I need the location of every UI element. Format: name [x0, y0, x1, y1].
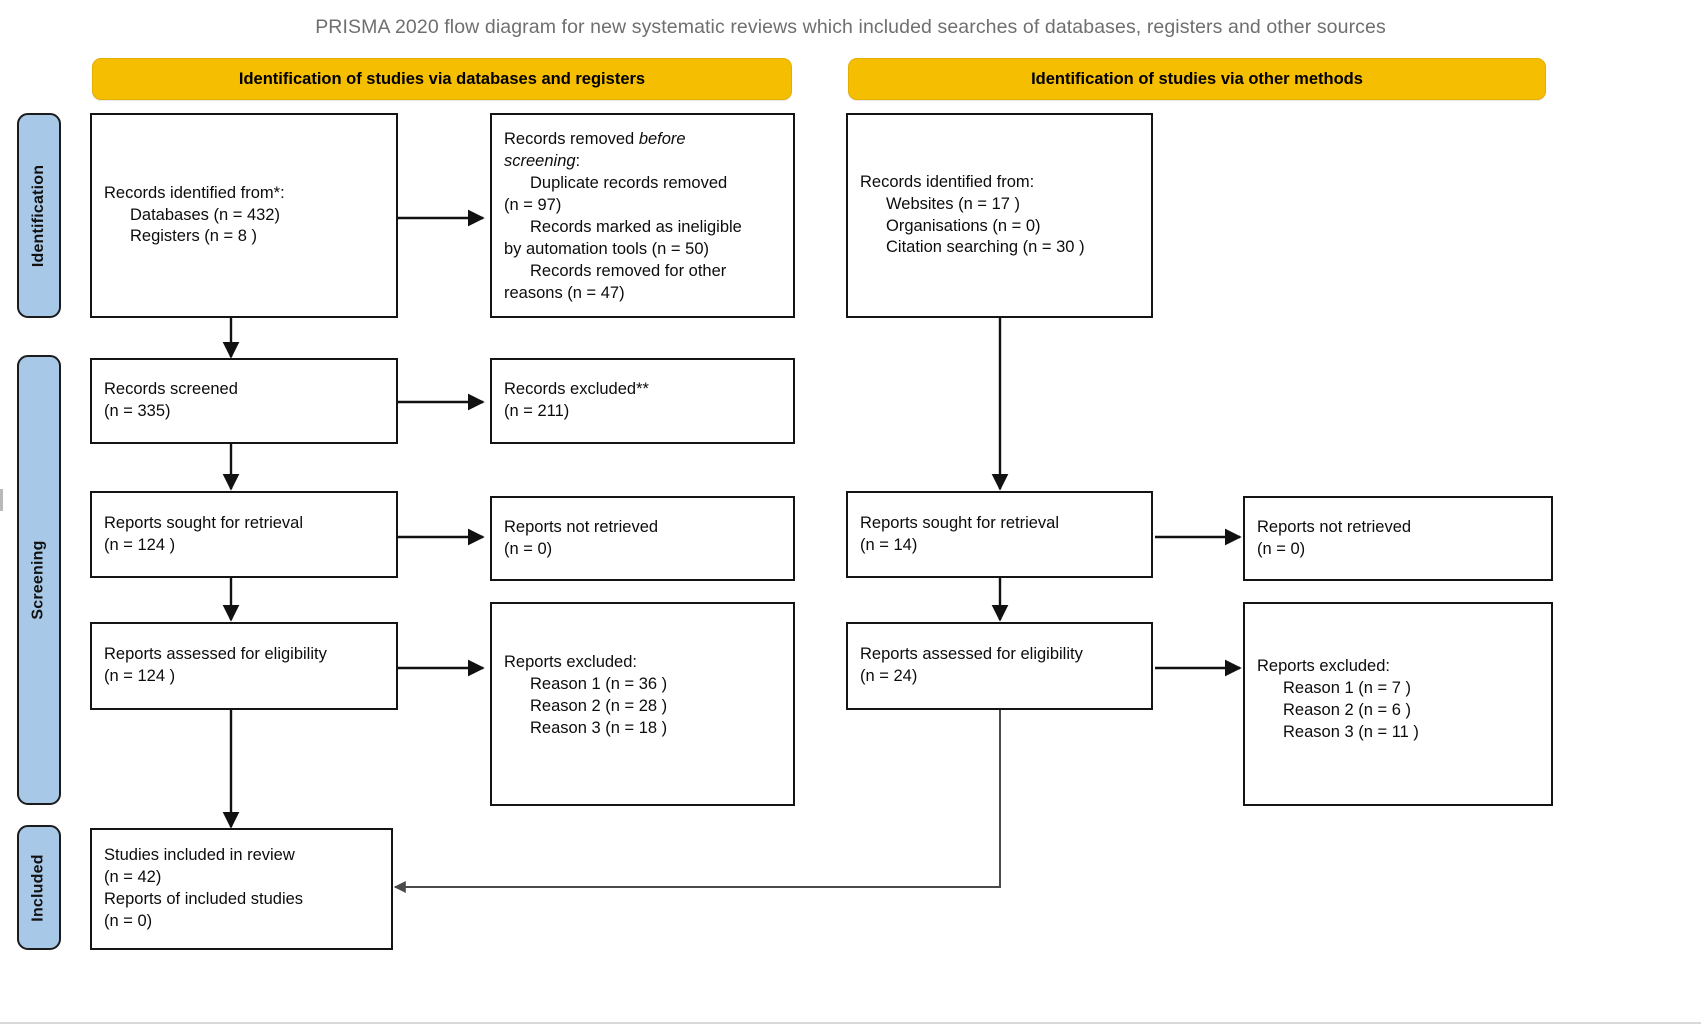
- column-header-databases: Identification of studies via databases …: [92, 58, 792, 100]
- node-records-identified-other: Records identified from: Websites (n = 1…: [846, 113, 1153, 318]
- bottom-divider: [0, 1022, 1701, 1024]
- column-header-other-methods: Identification of studies via other meth…: [848, 58, 1546, 100]
- node-records-removed: Records removed before screening: Duplic…: [490, 113, 795, 318]
- column-header-other-methods-label: Identification of studies via other meth…: [1031, 69, 1363, 88]
- node-reports-sought-other: Reports sought for retrieval (n = 14): [846, 491, 1153, 578]
- node-studies-included-text: Studies included in review (n = 42) Repo…: [104, 846, 304, 930]
- node-reports-assessed-other: Reports assessed for eligibility (n = 24…: [846, 622, 1153, 710]
- node-reports-excluded-other-text: Reports excluded: Reason 1 (n = 7 ) Reas…: [1257, 657, 1419, 741]
- left-edge-tick: [0, 489, 3, 511]
- node-reports-excluded-db: Reports excluded: Reason 1 (n = 36 ) Rea…: [490, 602, 795, 806]
- node-reports-not-retrieved-db: Reports not retrieved (n = 0): [490, 496, 795, 581]
- node-records-screened: Records screened (n = 335): [90, 358, 398, 444]
- stage-label-included: Included: [17, 825, 61, 950]
- node-reports-assessed-db: Reports assessed for eligibility (n = 12…: [90, 622, 398, 710]
- stage-label-identification: Identification: [17, 113, 61, 318]
- node-reports-sought-db-text: Reports sought for retrieval (n = 124 ): [104, 513, 304, 554]
- node-reports-sought-db: Reports sought for retrieval (n = 124 ): [90, 491, 398, 578]
- node-reports-assessed-db-text: Reports assessed for eligibility (n = 12…: [104, 645, 327, 685]
- node-reports-not-retrieved-db-text: Reports not retrieved (n = 0): [504, 517, 659, 558]
- node-records-identified: Records identified from*: Databases (n =…: [90, 113, 398, 318]
- stage-label-screening: Screening: [17, 355, 61, 805]
- node-records-removed-text: Records removed before screening: Duplic…: [504, 130, 742, 302]
- diagram-title: PRISMA 2020 flow diagram for new systema…: [315, 16, 1386, 38]
- node-reports-excluded-db-text: Reports excluded: Reason 1 (n = 36 ) Rea…: [504, 653, 668, 737]
- node-records-identified-text: Records identified from*: Databases (n =…: [104, 183, 285, 246]
- node-reports-sought-other-text: Reports sought for retrieval (n = 14): [860, 513, 1060, 554]
- node-reports-excluded-other: Reports excluded: Reason 1 (n = 7 ) Reas…: [1243, 602, 1553, 806]
- node-reports-assessed-other-text: Reports assessed for eligibility (n = 24…: [860, 645, 1083, 685]
- node-studies-included: Studies included in review (n = 42) Repo…: [90, 828, 393, 950]
- node-records-excluded-text: Records excluded** (n = 211): [504, 380, 649, 420]
- column-header-databases-label: Identification of studies via databases …: [238, 69, 646, 88]
- node-records-excluded: Records excluded** (n = 211): [490, 358, 795, 444]
- node-records-screened-text: Records screened (n = 335): [104, 380, 238, 420]
- node-reports-not-retrieved-other: Reports not retrieved (n = 0): [1243, 496, 1553, 581]
- node-records-identified-other-text: Records identified from: Websites (n = 1…: [860, 172, 1085, 257]
- node-reports-not-retrieved-other-text: Reports not retrieved (n = 0): [1257, 517, 1412, 558]
